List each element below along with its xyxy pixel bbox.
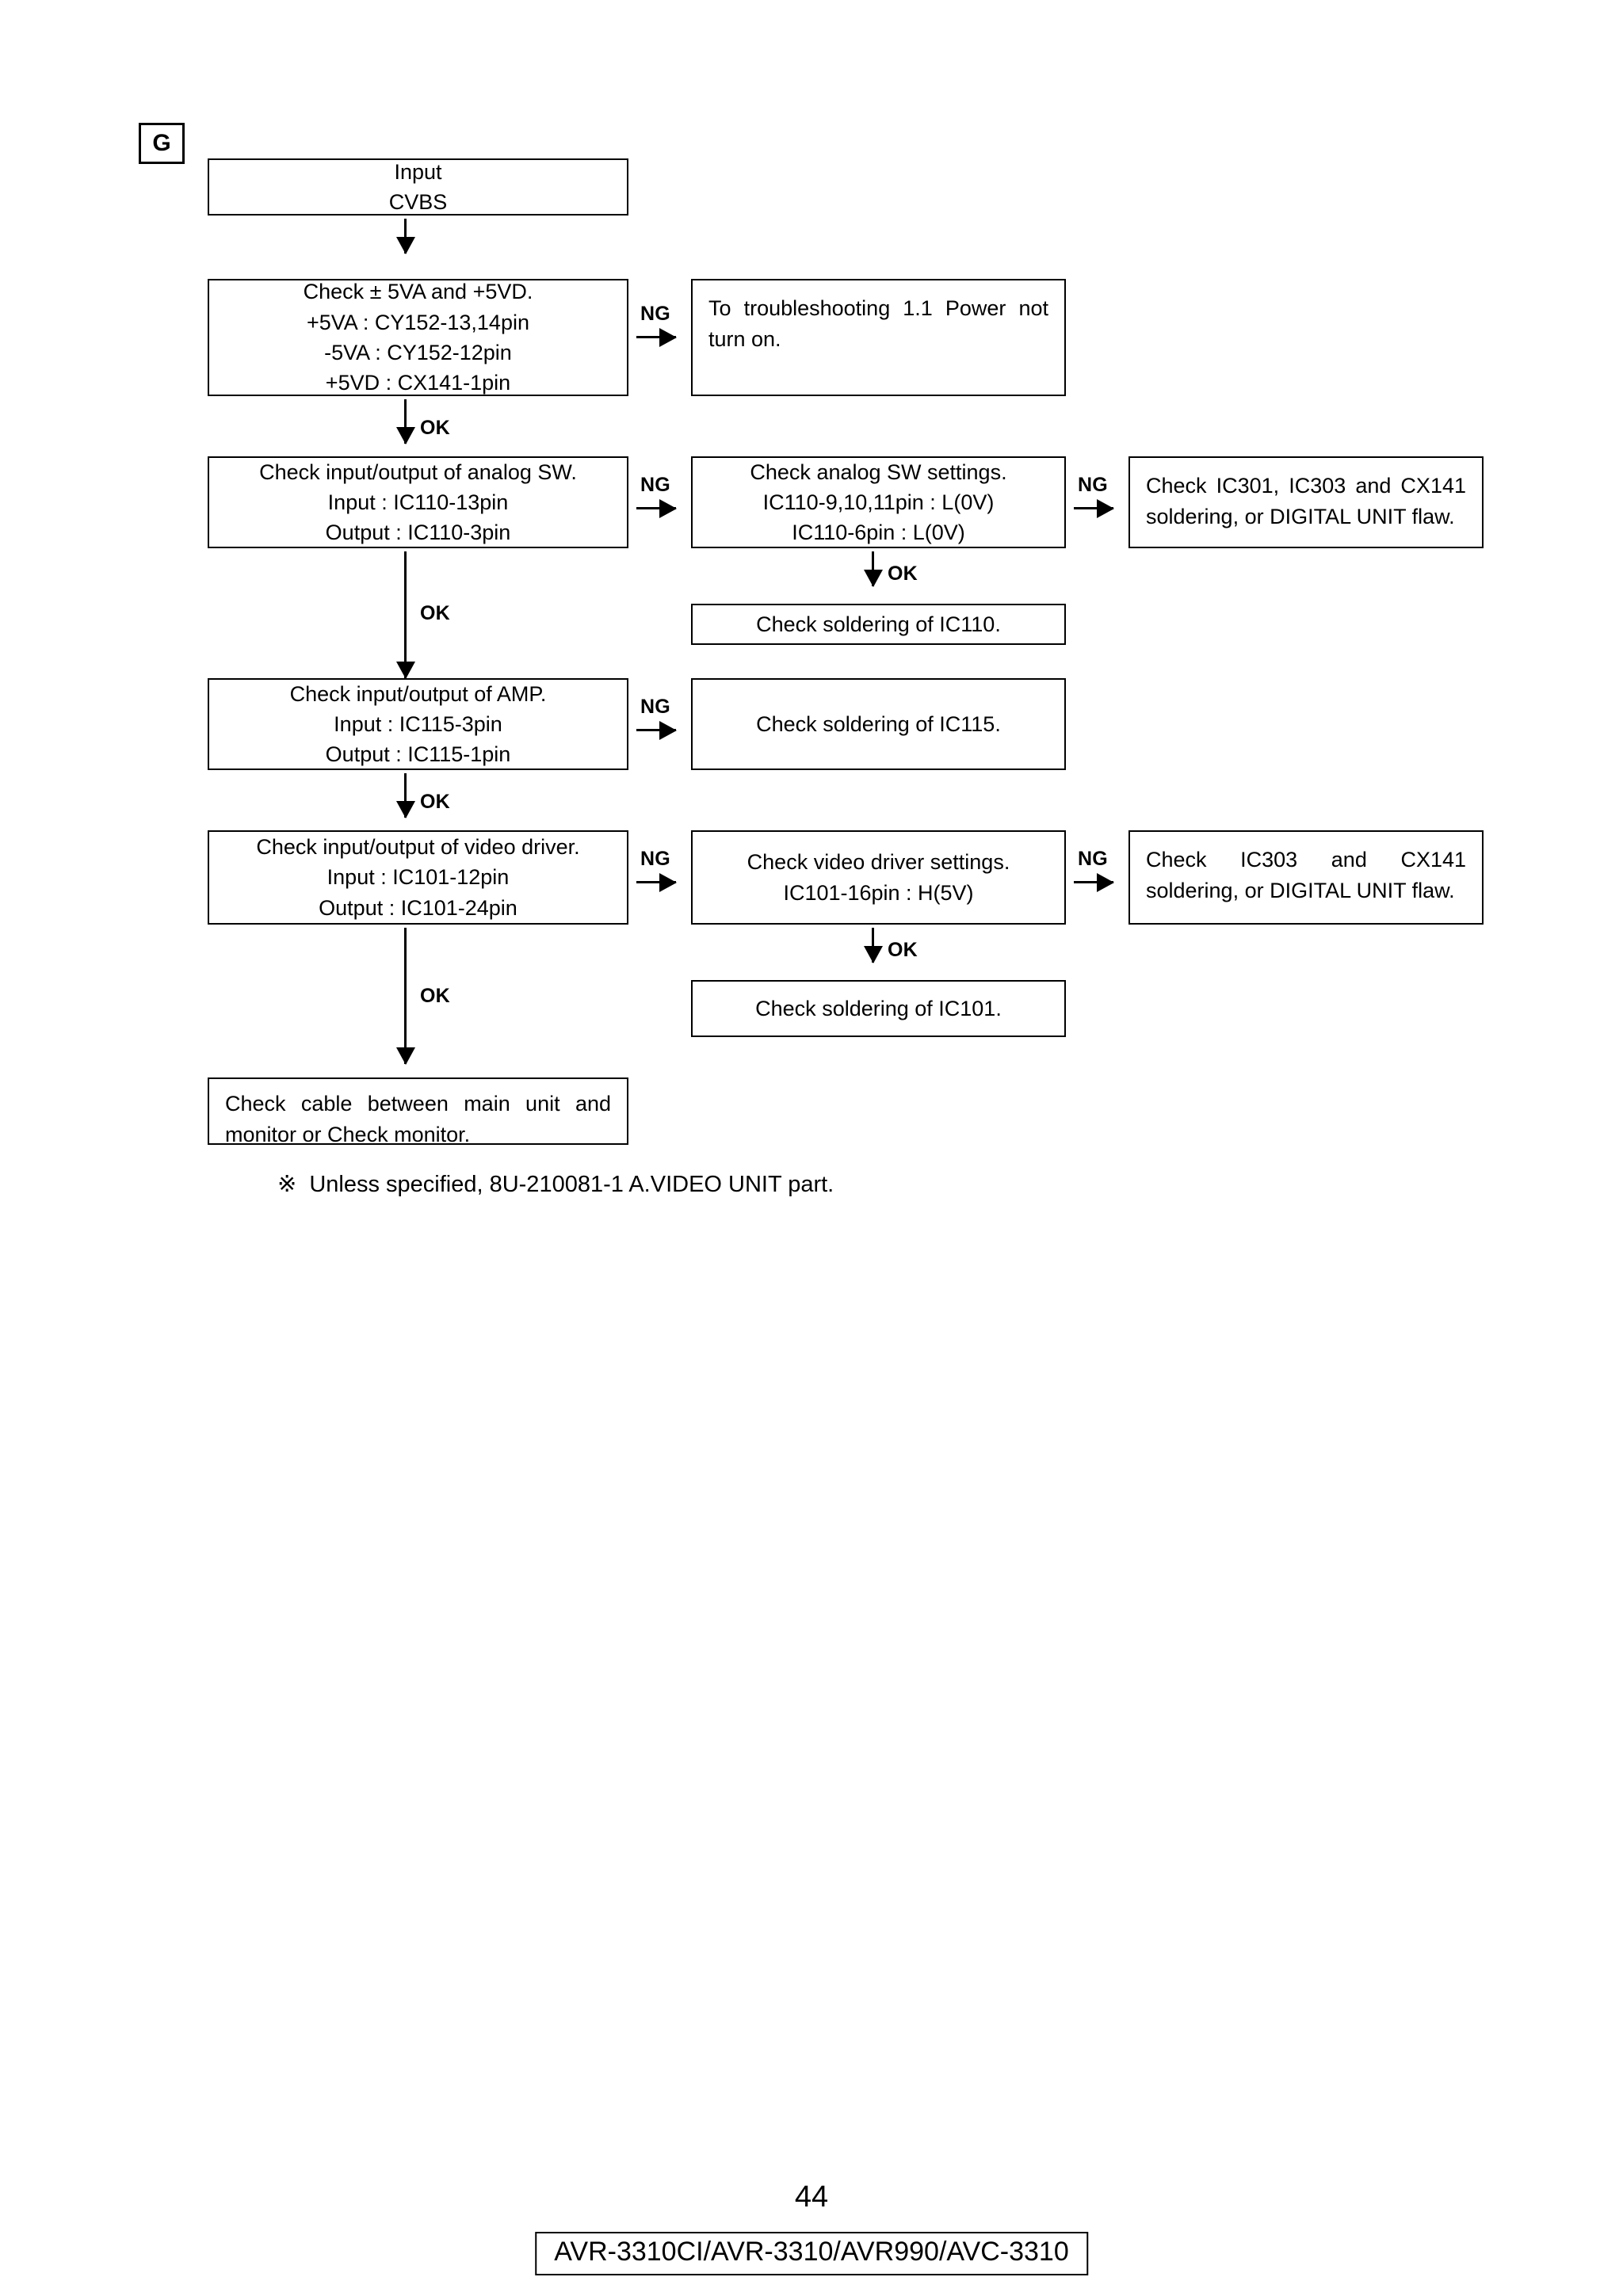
flow-box-analog-sw-ng2-text: Check IC301, IC303 and CX141 soldering, … [1146, 474, 1466, 529]
flow-box-video-driver-ng2: Check IC303 and CX141 soldering, or DIGI… [1128, 830, 1484, 925]
flow-box-power-ng-text: To troubleshooting 1.1 Power not turn on… [708, 296, 1048, 352]
arrow-input-to-power-check [404, 219, 407, 254]
model-banner: AVR-3310CI/AVR-3310/AVR990/AVC-3310 [535, 2232, 1088, 2275]
flow-box-input-line-1: Input [394, 159, 442, 184]
flow-box-power-check-line-1: Check ± 5VA and +5VD. [303, 280, 533, 304]
flow-box-analog-sw-check: Check input/output of analog SW. Input :… [208, 456, 628, 548]
flow-box-video-driver-check-line-2: Input : IC101-12pin [327, 865, 510, 890]
flow-box-amp-check-line-3: Output : IC115-1pin [325, 742, 511, 767]
flow-box-analog-sw-check-line-2: Input : IC110-13pin [327, 490, 509, 514]
arrow-video-driver-settings-ok [872, 928, 874, 963]
flow-box-solder-ic110: Check soldering of IC110. [691, 604, 1066, 645]
flow-box-solder-ic101: Check soldering of IC101. [691, 980, 1066, 1037]
flow-box-solder-ic101-line-1: Check soldering of IC101. [755, 996, 1002, 1020]
arrow-amp-ng [636, 729, 676, 731]
flow-box-power-check-line-2: +5VA : CY152-13,14pin [307, 310, 529, 334]
flow-box-video-driver-settings: Check video driver settings. IC101-16pin… [691, 830, 1066, 925]
flow-box-analog-sw-ng2: Check IC301, IC303 and CX141 soldering, … [1128, 456, 1484, 548]
edge-label-ng-video-driver-settings: NG [1078, 848, 1108, 870]
arrow-video-driver-ok [404, 928, 407, 1064]
footnote-text: Unless specified, 8U-210081-1 A.VIDEO UN… [309, 1172, 834, 1197]
flow-box-power-check-line-4: +5VD : CX141-1pin [325, 371, 511, 395]
edge-label-ng-video-driver: NG [640, 848, 670, 870]
flow-box-video-driver-ng2-text: Check IC303 and CX141 soldering, or DIGI… [1146, 848, 1466, 903]
flow-box-analog-sw-settings-line-1: Check analog SW settings. [750, 460, 1007, 484]
flow-box-analog-sw-check-line-3: Output : IC110-3pin [325, 521, 511, 545]
edge-label-ng-analog-sw-settings: NG [1078, 474, 1108, 496]
edge-label-ng-amp: NG [640, 696, 670, 718]
flow-box-final: Check cable between main unit and monito… [208, 1077, 628, 1146]
edge-label-ok-power: OK [420, 417, 450, 439]
flow-box-amp-check: Check input/output of AMP. Input : IC115… [208, 678, 628, 770]
arrow-video-driver-ng [636, 881, 676, 883]
edge-label-ok-video-driver-settings: OK [888, 939, 918, 961]
arrow-amp-ok [404, 773, 407, 818]
flow-box-power-ng: To troubleshooting 1.1 Power not turn on… [691, 279, 1066, 396]
flow-box-analog-sw-check-line-1: Check input/output of analog SW. [259, 460, 577, 484]
page-number: 44 [794, 2180, 829, 2214]
arrow-analog-sw-settings-ok [872, 551, 874, 586]
edge-label-ok-analog-sw: OK [420, 602, 450, 624]
flow-box-video-driver-check-line-1: Check input/output of video driver. [256, 835, 580, 859]
flow-box-final-text: Check cable between main unit and monito… [225, 1092, 611, 1147]
flow-box-analog-sw-settings: Check analog SW settings. IC110-9,10,11p… [691, 456, 1066, 548]
flow-box-input: Input CVBS [208, 158, 628, 215]
flow-box-solder-ic115-line-1: Check soldering of IC115. [756, 711, 1001, 736]
arrow-power-check-ok [404, 399, 407, 444]
flow-box-video-driver-check-line-3: Output : IC101-24pin [319, 895, 517, 920]
edge-label-ok-analog-sw-settings: OK [888, 563, 918, 585]
flow-box-input-line-2: CVBS [388, 190, 448, 214]
flow-box-solder-ic115: Check soldering of IC115. [691, 678, 1066, 770]
section-tag: G [139, 123, 185, 164]
edge-label-ok-video-driver: OK [420, 985, 450, 1007]
flow-box-power-check-line-3: -5VA : CY152-12pin [324, 341, 512, 364]
arrow-video-driver-settings-ng [1074, 881, 1113, 883]
flow-box-video-driver-settings-line-2: IC101-16pin : H(5V) [783, 880, 974, 905]
flow-box-video-driver-check: Check input/output of video driver. Inpu… [208, 830, 628, 925]
edge-label-ok-amp: OK [420, 791, 450, 813]
arrow-analog-sw-ng [636, 507, 676, 509]
flow-box-video-driver-settings-line-1: Check video driver settings. [747, 850, 1010, 875]
flow-box-power-check: Check ± 5VA and +5VD. +5VA : CY152-13,14… [208, 279, 628, 396]
arrow-power-check-ng [636, 336, 676, 338]
flow-box-amp-check-line-1: Check input/output of AMP. [289, 681, 547, 706]
flow-box-analog-sw-settings-line-3: IC110-6pin : L(0V) [792, 521, 965, 545]
footnote-mark: ※ [277, 1172, 297, 1197]
edge-label-ng-analog-sw: NG [640, 474, 670, 496]
arrow-analog-sw-ok [404, 551, 407, 678]
flow-box-amp-check-line-2: Input : IC115-3pin [334, 711, 502, 736]
edge-label-ng-power: NG [640, 303, 670, 325]
flow-box-analog-sw-settings-line-2: IC110-9,10,11pin : L(0V) [762, 490, 995, 514]
flow-box-solder-ic110-line-1: Check soldering of IC110. [756, 612, 1001, 636]
arrow-analog-sw-settings-ng [1074, 507, 1113, 509]
footnote: ※ Unless specified, 8U-210081-1 A.VIDEO U… [277, 1170, 834, 1198]
